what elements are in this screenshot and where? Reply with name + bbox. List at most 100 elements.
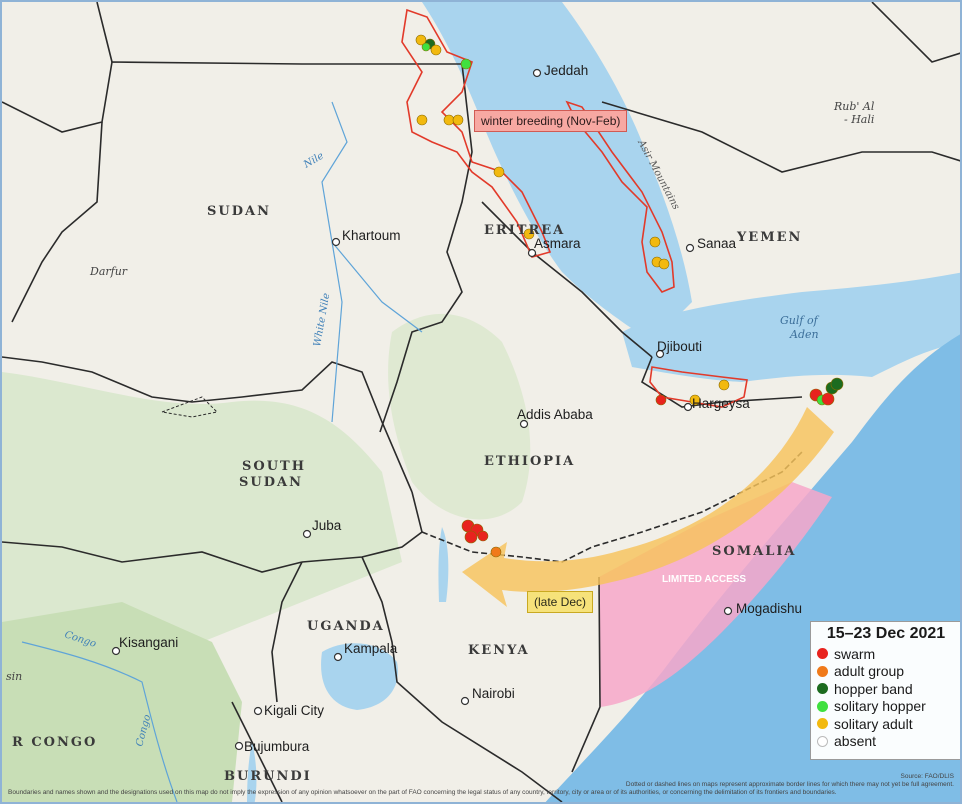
lake-turkana [438,527,449,602]
obs-swarm[interactable] [655,394,667,406]
border-rwanda-burundi [231,701,283,802]
legend-swatch-hopper-band [817,683,828,695]
legend-label: hopper band [834,680,913,697]
city-marker-kampala [333,652,343,662]
border-sudan-chad [11,121,103,323]
label-djibouti: Djibouti [657,339,702,354]
limited-access-area [599,482,832,707]
obs-solitary-adult[interactable] [443,114,455,126]
obs-solitary-adult[interactable] [452,114,464,126]
locust-observations [415,34,844,558]
obs-solitary-adult[interactable] [523,228,535,240]
legend-item-absent: absent [817,733,955,751]
label-jeddah: Jeddah [544,63,588,78]
city-marker-addis-ababa [519,419,529,429]
city-marker-khartoum [331,237,341,247]
border-south-sudan-kenya [301,491,423,563]
label-asmara: Asmara [534,236,581,251]
obs-swarm[interactable] [821,392,835,406]
obs-solitary-hopper[interactable] [421,42,431,52]
border-saudi-yemen [601,101,960,173]
border-uganda-drc [271,561,303,703]
obs-solitary-adult[interactable] [658,258,670,270]
legend-item-solitary-hopper: solitary hopper [817,698,955,716]
obs-solitary-adult[interactable] [415,34,427,46]
callout-late-dec: (late Dec) [527,591,594,613]
city-marker-mogadishu [723,606,733,616]
breeding-outline-gulf-of-aden [649,366,748,408]
label-darfur: Darfur [89,265,128,278]
border-egypt-sudan [2,61,462,133]
label-khartoum: Khartoum [342,228,401,243]
obs-hopper-band[interactable] [830,377,844,391]
legend-label: swarm [834,645,876,662]
legend-item-hopper-band: hopper band [817,680,955,698]
border-uganda-kenya-tanzania [361,556,563,802]
city-marker-sanaa [685,243,695,253]
label-dr-congo: R CONGO [12,735,97,750]
label-gulf-of-aden-2: Aden [789,328,819,341]
credit-disclaimer-borders: Dotted or dashed lines on maps represent… [625,781,954,788]
label-addis-ababa: Addis Ababa [517,407,593,422]
label-south-sudan-2: SUDAN [239,475,303,490]
obs-solitary-adult[interactable] [430,44,442,56]
label-nairobi: Nairobi [472,686,515,701]
obs-solitary-adult[interactable] [689,394,701,406]
map-legend: 15–23 Dec 2021 swarm adult group hopper … [810,621,960,760]
label-mogadishu: Mogadishu [736,601,802,616]
credit-source: Source: FAO/DLIS [900,773,954,780]
obs-solitary-adult[interactable] [493,166,505,178]
red-sea [422,2,692,342]
border-kenya-somalia [571,576,601,773]
label-yemen: YEMEN [736,230,802,245]
label-kampala: Kampala [344,641,398,656]
city-marker-nairobi [460,696,470,706]
obs-adult-group[interactable] [490,546,502,558]
callout-winter-breeding: winter breeding (Nov-Feb) [474,110,628,132]
city-marker-kigali [253,706,263,716]
legend-swatch-absent [817,735,828,747]
vegetation-ethiopia-highlands [388,313,531,520]
legend-label: adult group [834,663,905,680]
lake-tanganyika [247,742,257,802]
label-juba: Juba [312,518,342,533]
legend-label: absent [834,733,877,750]
obs-solitary-adult[interactable] [649,236,661,248]
label-uganda: UGANDA [307,619,385,634]
label-kigali: Kigali City [264,703,324,718]
breeding-outline-red-sea-west [401,8,552,258]
label-somalia: SOMALIA [712,544,797,559]
border-egypt-libya [96,2,113,63]
breeding-outlines [401,8,748,408]
obs-solitary-adult[interactable] [416,114,428,126]
legend-item-swarm: swarm [817,645,955,663]
obs-solitary-adult[interactable] [718,379,730,391]
label-kisangani: Kisangani [119,635,178,650]
border-eritrea-ethiopia [481,201,653,358]
city-marker-hargeysa [683,402,693,412]
legend-item-solitary-adult: solitary adult [817,715,955,733]
border-south-sudan-drc-car [2,541,303,573]
label-burundi: BURUNDI [224,769,312,784]
border-saudi-oman [871,2,960,63]
legend-swatch-adult-group [817,665,828,677]
label-eritrea: ERITREA [484,223,565,238]
obs-solitary-hopper[interactable] [460,58,472,70]
breeding-outline-red-sea-east [565,100,675,293]
label-south-sudan-1: SOUTH [242,459,306,474]
city-marker-djibouti [655,349,665,359]
label-sin: sin [6,670,22,683]
city-marker-kisangani [111,646,121,656]
legend-item-adult-group: adult group [817,663,955,681]
label-rub-al-hali-2: - Hali [844,113,874,126]
legend-swatch-solitary-hopper [817,700,828,712]
legend-swatch-swarm [817,648,828,660]
label-sudan: SUDAN [207,204,271,219]
label-bujumbura: Bujumbura [244,739,310,754]
city-marker-jeddah [532,68,542,78]
obs-swarm[interactable] [464,530,478,544]
obs-swarm[interactable] [477,530,489,542]
